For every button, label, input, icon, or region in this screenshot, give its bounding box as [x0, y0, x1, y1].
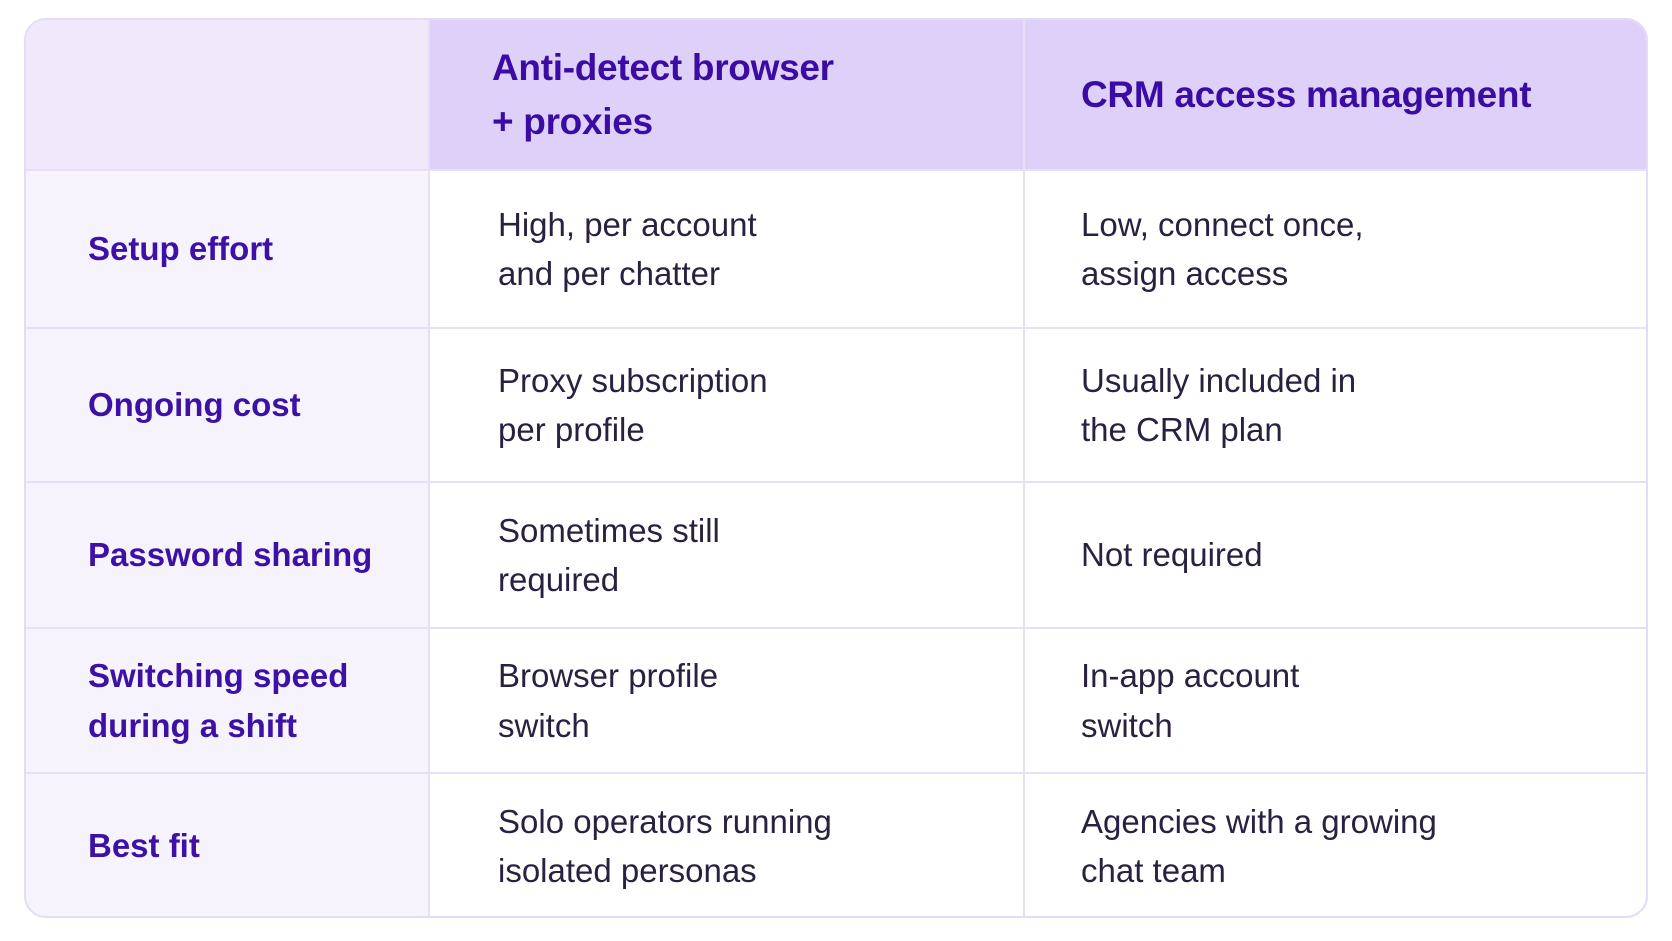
- row-label-password-sharing: Password sharing: [26, 482, 430, 629]
- cell-text: Browser profile switch: [498, 657, 719, 744]
- cell-text: Low, connect once, assign access: [1081, 205, 1364, 293]
- cell-text: Not required: [1081, 536, 1263, 574]
- table-row: Switching speed during a shift Browser p…: [26, 628, 1646, 774]
- table-row: Password sharing Sometimes still require…: [26, 482, 1646, 629]
- header-anti-detect-browser-text: Anti-detect browser + proxies: [492, 46, 834, 142]
- cell-ongoing-cost-crm: Usually included in the CRM plan: [1024, 328, 1646, 483]
- cell-text: High, per account and per chatter: [498, 205, 757, 293]
- table-row: Ongoing cost Proxy subscription per prof…: [26, 328, 1646, 483]
- cell-password-sharing-crm: Not required: [1024, 482, 1646, 629]
- table-header-row: Anti-detect browser + proxies CRM access…: [26, 20, 1646, 171]
- cell-setup-effort-crm: Low, connect once, assign access: [1024, 170, 1646, 329]
- row-label-text: Switching speed during a shift: [88, 657, 349, 744]
- comparison-table: Anti-detect browser + proxies CRM access…: [26, 20, 1646, 916]
- cell-text: Sometimes still required: [498, 511, 720, 599]
- row-label-setup-effort: Setup effort: [26, 170, 430, 329]
- header-corner-cell: [26, 20, 430, 171]
- cell-text: Solo operators running isolated personas: [498, 802, 832, 890]
- row-label-ongoing-cost: Ongoing cost: [26, 328, 430, 483]
- cell-switching-speed-crm: In-app account switch: [1024, 628, 1646, 774]
- cell-text: Usually included in the CRM plan: [1081, 361, 1357, 449]
- cell-switching-speed-anti-detect: Browser profile switch: [429, 628, 1025, 774]
- header-crm-access-management: CRM access management: [1024, 20, 1646, 171]
- cell-text: Agencies with a growing chat team: [1081, 802, 1437, 890]
- cell-best-fit-anti-detect: Solo operators running isolated personas: [429, 773, 1025, 916]
- cell-ongoing-cost-anti-detect: Proxy subscription per profile: [429, 328, 1025, 483]
- row-label-best-fit: Best fit: [26, 773, 430, 916]
- table-row: Setup effort High, per account and per c…: [26, 170, 1646, 329]
- cell-text: Proxy subscription per profile: [498, 361, 768, 449]
- cell-text: In-app account switch: [1081, 657, 1300, 744]
- table-row: Best fit Solo operators running isolated…: [26, 773, 1646, 916]
- header-anti-detect-browser: Anti-detect browser + proxies: [429, 20, 1025, 171]
- cell-setup-effort-anti-detect: High, per account and per chatter: [429, 170, 1025, 329]
- cell-password-sharing-anti-detect: Sometimes still required: [429, 482, 1025, 629]
- comparison-table-card: Anti-detect browser + proxies CRM access…: [24, 18, 1648, 918]
- cell-best-fit-crm: Agencies with a growing chat team: [1024, 773, 1646, 916]
- row-label-switching-speed: Switching speed during a shift: [26, 628, 430, 774]
